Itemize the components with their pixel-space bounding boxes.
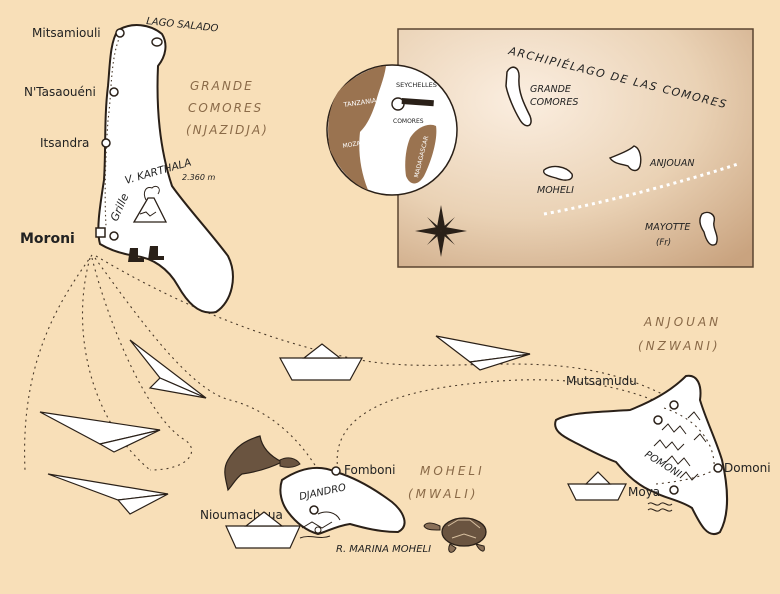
waves-icon	[647, 502, 673, 512]
grande-comore-alt-name: (NJAZIDJA)	[186, 123, 269, 137]
paper-plane-icon	[129, 339, 207, 399]
lago-salado-lake	[151, 37, 163, 47]
inset-anjouan	[608, 145, 642, 172]
town-label-moya: Moya	[628, 485, 660, 499]
route-moroni-2	[81, 257, 151, 471]
turtle-icon	[423, 517, 487, 553]
boots-icon	[128, 246, 164, 262]
town-marker-domoni[interactable]	[713, 463, 723, 473]
moheli-alt-name: (MWALI)	[408, 487, 478, 501]
grande-comore-island: Mitsamiouli N'Tasaouéni Itsandra Moroni …	[20, 16, 269, 314]
inset-label-grande: GRANDE	[530, 84, 571, 95]
town-marker-fomboni[interactable]	[331, 466, 341, 476]
locator-africa	[328, 66, 386, 190]
paper-plane-icon	[39, 411, 161, 453]
anjouan-alt-name: (NZWANI)	[638, 339, 721, 353]
anjouan-mountains	[653, 411, 707, 481]
anjouan-shape	[554, 374, 728, 535]
town-marker-volcano-trail[interactable]	[109, 231, 119, 241]
town-label-itsandra: Itsandra	[40, 136, 89, 150]
volcano-icon	[132, 185, 168, 223]
inset-label-comores: COMORES	[530, 97, 578, 108]
grande-comore-shape	[97, 24, 234, 314]
moheli-name: MOHELI	[420, 464, 485, 478]
grande-comore-name-1: GRANDE	[190, 79, 254, 93]
town-marker-moroni[interactable]	[95, 227, 106, 238]
paper-boat-icon	[278, 343, 364, 381]
town-label-mitsamiouli: Mitsamiouli	[32, 26, 101, 40]
town-label-domoni: Domoni	[724, 461, 771, 475]
town-label-moroni: Moroni	[20, 231, 75, 247]
town-marker-itsandra[interactable]	[101, 138, 111, 148]
moheli-shape	[279, 466, 406, 536]
town-marker-moya[interactable]	[669, 485, 679, 495]
town-marker-mitsamiouli[interactable]	[115, 28, 125, 38]
paper-boat-icon	[225, 511, 301, 549]
town-marker-ntasaoueni[interactable]	[109, 87, 119, 97]
moheli-island: Fomboni Nioumachoua DJANDRO R. MARINA MO…	[200, 463, 485, 555]
inset-label-mayotte-note: (Fr)	[656, 238, 671, 248]
town-label-fomboni: Fomboni	[344, 463, 395, 477]
volcano-height-label: 2.360 m	[182, 173, 215, 182]
town-label-mutsamudu: Mutsamudu	[566, 374, 637, 388]
paper-plane-icon	[47, 473, 169, 515]
route-moroni-3	[91, 257, 193, 471]
inset-label-mayotte: MAYOTTE	[645, 222, 690, 233]
town-marker-nioumachoua[interactable]	[309, 505, 319, 515]
locator-seychelles: SEYCHELLES	[396, 81, 437, 89]
inset-moheli	[542, 165, 573, 181]
anjouan-name: ANJOUAN	[643, 315, 721, 329]
archipelago-inset: ARCHIPIÉLAGO DE LAS COMORES GRANDE COMOR…	[397, 28, 754, 268]
marine-park-label: R. MARINA MOHELI	[336, 544, 431, 555]
routes	[24, 229, 671, 471]
divers-icon	[299, 521, 333, 539]
inset-label-anjouan: ANJOUAN	[649, 158, 694, 169]
compass-rose-icon	[415, 205, 467, 257]
locator-comores: COMORES	[393, 118, 424, 125]
paper-plane-icon	[435, 335, 531, 371]
route-fomboni-mutsamudu	[336, 379, 666, 471]
paper-boat-icon	[567, 471, 627, 501]
route-moroni-5	[95, 255, 671, 399]
town-marker-mutsamudu[interactable]	[669, 400, 679, 410]
grande-comore-name-2: COMORES	[188, 101, 263, 115]
bat-icon	[224, 435, 301, 492]
inset-dotted-line	[543, 162, 739, 216]
town-label-ntasaoueni: N'Tasaouéni	[24, 85, 96, 99]
inset-grande-comore	[505, 66, 532, 127]
anjouan-island: Mutsamudu Domoni Moya POMONI ANJOUAN (NZ…	[554, 315, 771, 535]
moheli-coast-detail	[317, 511, 341, 521]
locator-globe: SEYCHELLES TANZANIA MOZAMBIQUE COMORES M…	[326, 64, 458, 196]
route-moroni-1	[24, 254, 93, 471]
inset-mayotte	[699, 211, 718, 246]
locator-madagascar	[405, 124, 437, 184]
town-marker-anjouan-west[interactable]	[653, 415, 663, 425]
inset-label-moheli: MOHELI	[537, 185, 574, 196]
